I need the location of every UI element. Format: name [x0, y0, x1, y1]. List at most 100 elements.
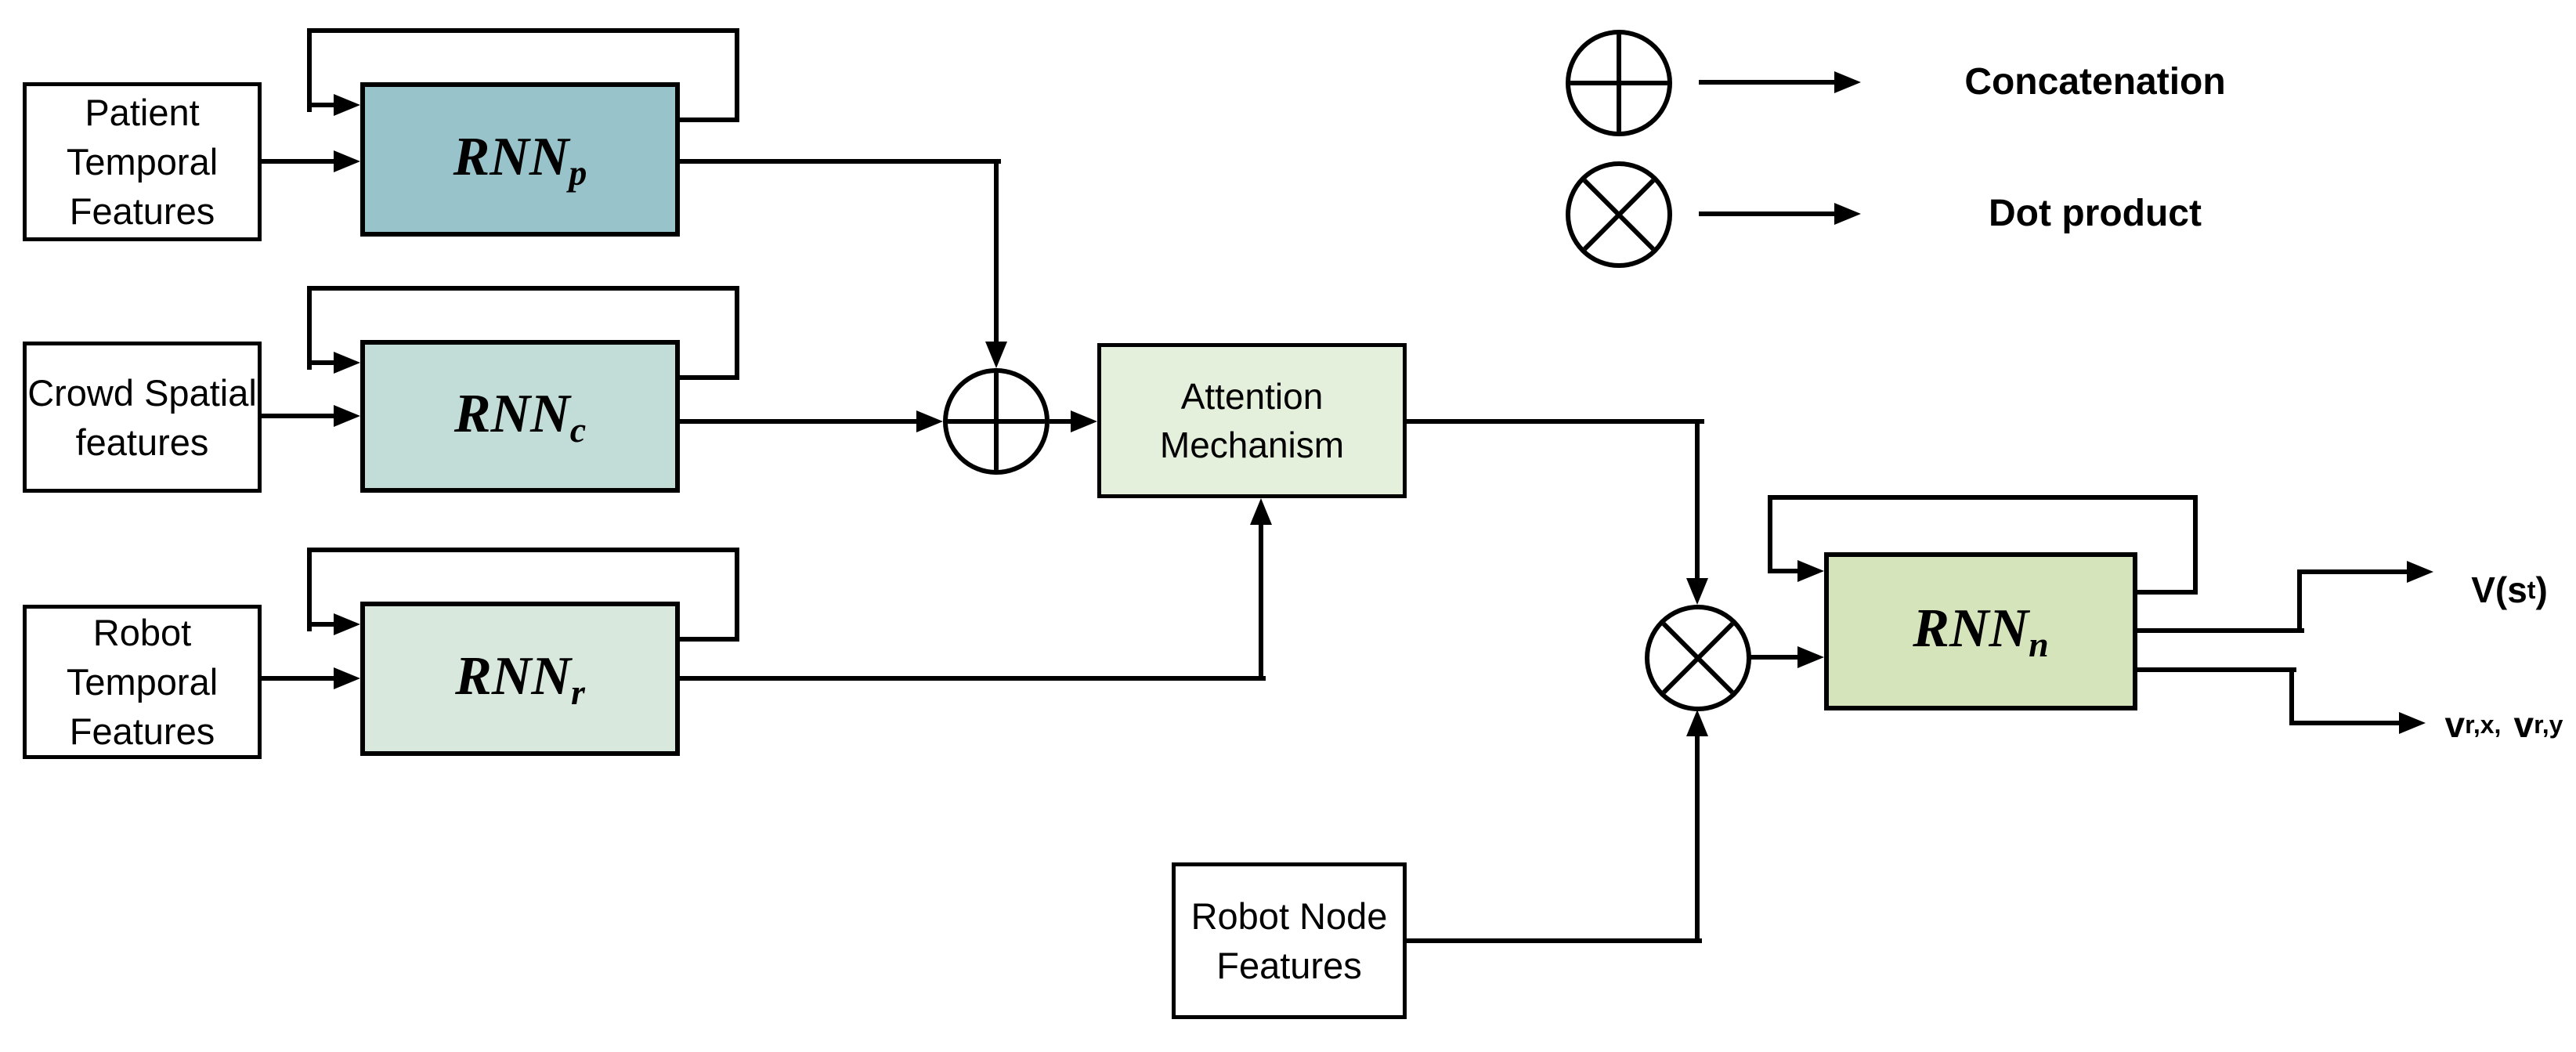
rnnp-loop-top-line — [307, 28, 739, 33]
rnnr-output-v-line — [1259, 523, 1263, 681]
robot-node-label-line1: Robot Node — [1190, 895, 1388, 937]
rnnc-to-concat-arrowhead — [916, 410, 943, 432]
rnn-p-box: RNNp — [360, 82, 680, 237]
rnn-n-base: RNN — [1913, 598, 2029, 660]
velocity-output-exit-line — [2137, 667, 2296, 672]
rnnr-output-h-line — [680, 676, 1266, 681]
rnnr-loop-arrowhead — [334, 613, 360, 635]
robot-temporal-label-line3: Features — [69, 710, 215, 752]
dot-to-rnnn-line — [1750, 655, 1799, 660]
rnnr-loop-top-line — [307, 548, 739, 552]
robott-to-rnnr-line — [262, 676, 335, 681]
legend-concat-icon — [1566, 30, 1672, 136]
velocity-label-v1: v — [2444, 704, 2466, 745]
rnnn-loop-entry-line — [1768, 569, 1799, 573]
value-output-h-line — [2297, 569, 2408, 574]
rnnp-to-concat-arrowhead — [985, 342, 1007, 368]
attention-label-line2: Mechanism — [1159, 425, 1345, 465]
rnn-p-base: RNN — [453, 126, 569, 187]
rnnr-loop-right-line — [735, 548, 739, 642]
legend-dot-icon — [1566, 161, 1672, 268]
rnn-r-label: RNNr — [455, 645, 585, 713]
rnnc-output-line — [680, 419, 918, 424]
rnn-r-box: RNNr — [360, 602, 680, 756]
patient-label-line1: Patient — [85, 92, 200, 133]
velocity-label-sub2: r,y — [2534, 710, 2563, 739]
rnnc-loop-entry-line — [307, 360, 335, 365]
crowd-label-line2: features — [75, 421, 209, 463]
robot-node-features-box: Robot Node Features — [1172, 862, 1407, 1019]
value-output-exit-line — [2137, 628, 2304, 633]
rnn-n-label: RNNn — [1913, 598, 2048, 665]
concat-to-attention-arrowhead — [1071, 410, 1097, 432]
rnnp-loop-arrowhead — [334, 94, 360, 116]
crowd-to-rnnc-line — [262, 414, 335, 418]
rnnc-loop-exit-line — [680, 375, 739, 380]
rnnc-loop-right-line — [735, 286, 739, 380]
legend-dot-arrowhead — [1834, 203, 1861, 225]
rnn-p-label: RNNp — [453, 126, 587, 193]
robotnode-output-v-line — [1695, 736, 1700, 941]
rnnn-loop-arrowhead — [1797, 560, 1824, 582]
robot-temporal-label-line2: Temporal — [66, 661, 219, 703]
robotnode-output-h-line — [1407, 938, 1702, 943]
crowd-label-line1: Crowd Spatial — [27, 371, 257, 414]
rnnn-loop-top-line — [1768, 495, 2198, 500]
rnn-n-box: RNNn — [1824, 552, 2137, 710]
concat-plus-horizontal — [948, 419, 1045, 424]
rnn-n-subscript: n — [2029, 624, 2049, 664]
patient-label-line2: Temporal — [66, 141, 219, 183]
velocity-output-arrowhead — [2399, 712, 2426, 734]
rnn-p-subscript: p — [569, 152, 587, 193]
patient-temporal-features-box: Patient Temporal Features — [23, 82, 262, 241]
value-label-pre: V(s — [2471, 569, 2527, 610]
rnn-r-base: RNN — [455, 645, 571, 707]
rnn-r-subscript: r — [570, 671, 585, 712]
rnn-c-base: RNN — [453, 383, 570, 444]
rnnp-loop-entry-line — [307, 103, 335, 107]
legend-dot-arrow-line — [1699, 211, 1836, 216]
attention-to-dot-arrowhead — [1686, 578, 1708, 605]
patient-to-rnnp-line — [262, 159, 335, 164]
rnnp-loop-left-line — [307, 28, 312, 112]
value-label-post: ) — [2535, 569, 2548, 610]
rnnp-output-v-line — [994, 159, 999, 345]
rnn-c-box: RNNc — [360, 340, 680, 493]
robott-to-rnnr-arrowhead — [334, 667, 360, 689]
legend-concat-arrow-line — [1699, 80, 1836, 85]
velocity-output-h-line — [2289, 721, 2401, 725]
value-output-v-line — [2297, 569, 2302, 633]
crowd-spatial-features-box: Crowd Spatial features — [23, 342, 262, 493]
concat-to-attention-line — [1050, 419, 1072, 424]
rnnr-loop-left-line — [307, 548, 312, 631]
attention-output-h-line — [1407, 419, 1704, 424]
value-label-sub: t — [2527, 575, 2536, 604]
attention-output-v-line — [1695, 419, 1700, 580]
legend-concat-label: Concatenation — [1964, 61, 2226, 103]
rnnp-loop-right-line — [735, 28, 739, 122]
concatenation-node — [943, 368, 1050, 475]
velocity-label-v2: v — [2513, 704, 2534, 745]
robot-node-label-line2: Features — [1216, 945, 1362, 986]
patient-label-line3: Features — [69, 190, 215, 232]
robotnode-to-dot-arrowhead — [1686, 710, 1708, 736]
rnn-c-subscript: c — [569, 409, 587, 450]
patient-to-rnnp-arrowhead — [334, 150, 360, 172]
rnnc-loop-top-line — [307, 286, 739, 291]
rnnc-loop-arrowhead — [334, 352, 360, 374]
robot-temporal-features-box: Robot Temporal Features — [23, 605, 262, 759]
rnnr-to-attention-arrowhead — [1250, 498, 1272, 525]
crowd-to-rnnc-arrowhead — [334, 405, 360, 427]
dot-product-node — [1645, 605, 1751, 711]
rnnp-loop-exit-line — [680, 117, 739, 122]
attention-mechanism-box: Attention Mechanism — [1097, 343, 1407, 498]
rnn-c-label: RNNc — [454, 383, 586, 450]
robot-temporal-label-line1: Robot — [92, 612, 192, 653]
attention-label-line1: Attention — [1180, 376, 1324, 417]
rnnr-loop-entry-line — [307, 622, 335, 627]
legend-dot-label: Dot product — [1989, 193, 2202, 234]
rnnn-loop-exit-line — [2137, 590, 2198, 595]
